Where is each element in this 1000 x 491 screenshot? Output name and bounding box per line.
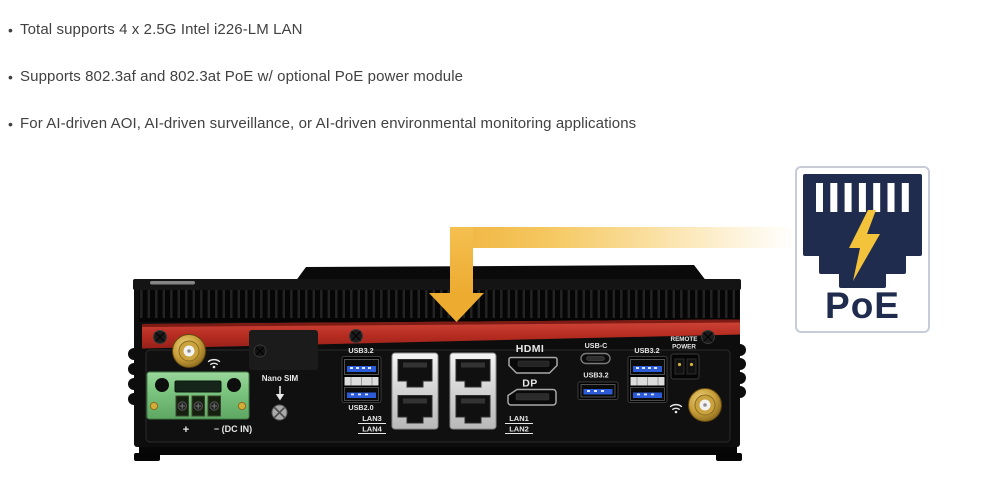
arrow-down-icon — [275, 386, 285, 401]
terminal-corner-screw — [149, 401, 159, 411]
displayport-port — [507, 388, 557, 406]
right-bracket-serration — [734, 344, 746, 398]
base-lip — [139, 447, 737, 455]
dp-label: DP — [522, 378, 537, 390]
remote-power-label-line2: POWER — [672, 344, 696, 351]
usb32-mid-label: USB3.2 — [583, 371, 608, 380]
poe-badge: PoE — [795, 166, 930, 333]
terminal-mount-hole — [155, 378, 169, 392]
rj45-pins — [816, 183, 909, 212]
panel-screws — [153, 329, 715, 344]
dc-in-label: − (DC IN) — [214, 424, 252, 434]
poe-callout-arrow — [429, 227, 795, 322]
fins-shadow — [139, 318, 739, 322]
remote-power-label-line1: REMOTE — [671, 336, 698, 343]
usb3-port-single — [577, 381, 619, 400]
wifi-icon — [207, 359, 221, 369]
feature-list: • Total supports 4 x 2.5G Intel i226-LM … — [8, 6, 636, 147]
terminal-pins — [175, 395, 221, 417]
remote-power-connector — [670, 353, 700, 380]
arrow-band — [450, 227, 795, 248]
nano-sim-label: Nano SIM — [262, 374, 299, 383]
screw-head — [153, 330, 167, 344]
wifi-icon — [669, 404, 683, 414]
arrow-shaft — [450, 227, 473, 294]
usb32-left-label: USB3.2 — [348, 346, 373, 355]
feature-text: Total supports 4 x 2.5G Intel i226-LM LA… — [20, 21, 303, 38]
lan2-label: LAN2 — [509, 425, 529, 434]
screw-head — [701, 330, 715, 344]
terminal-mount-hole — [227, 378, 241, 392]
feature-text: Supports 802.3af and 802.3at PoE w/ opti… — [20, 68, 464, 85]
sma-antenna-connector-left — [172, 334, 206, 368]
usb3-stacked-ports-right — [627, 356, 668, 403]
bullet-icon: • — [8, 68, 14, 85]
dc-terminal-block — [146, 371, 250, 420]
feature-bullet: • Total supports 4 x 2.5G Intel i226-LM … — [8, 6, 636, 53]
sim-blank-plate — [249, 330, 318, 370]
feature-bullet: • For AI-driven AOI, AI-driven surveilla… — [8, 100, 636, 147]
usbc-label: USB-C — [585, 341, 608, 350]
lan-port-module-right — [449, 352, 497, 430]
left-bracket-serration — [128, 348, 140, 405]
screw-head — [253, 344, 267, 358]
poe-label: PoE — [825, 285, 900, 326]
hdmi-label: HDMI — [516, 343, 544, 355]
heatsink-lid — [133, 279, 741, 290]
usb-c-port — [580, 352, 611, 365]
hdmi-port — [508, 356, 558, 374]
arrow-head — [429, 293, 484, 322]
sma-antenna-connector-right — [688, 388, 722, 422]
usb32-right-label: USB3.2 — [634, 346, 659, 355]
foot-right — [716, 453, 742, 461]
terminal-slot — [174, 380, 222, 393]
foot-left — [134, 453, 160, 461]
bullet-icon: • — [8, 115, 14, 132]
bullet-icon: • — [8, 21, 14, 38]
screw-head — [349, 329, 363, 343]
lan3-label: LAN3 — [362, 414, 382, 423]
lightning-bolt-icon — [849, 210, 880, 281]
rj45-poe-icon: PoE — [803, 174, 922, 326]
usb3-usb2-stacked-ports — [341, 356, 382, 403]
feature-text: For AI-driven AOI, AI-driven surveillanc… — [20, 115, 637, 132]
lan4-label: LAN4 — [362, 425, 382, 434]
lan-port-module-left — [391, 352, 439, 430]
dc-plus-label: + — [183, 424, 189, 436]
heatsink-rear-ridge — [295, 265, 707, 282]
usb20-label: USB2.0 — [348, 403, 373, 412]
screw-head — [271, 404, 288, 421]
red-stripe-top-edge — [142, 319, 740, 327]
lan1-label: LAN1 — [509, 414, 529, 423]
terminal-corner-screw — [237, 401, 247, 411]
feature-bullet: • Supports 802.3af and 802.3at PoE w/ op… — [8, 53, 636, 100]
lid-highlight — [150, 281, 195, 285]
